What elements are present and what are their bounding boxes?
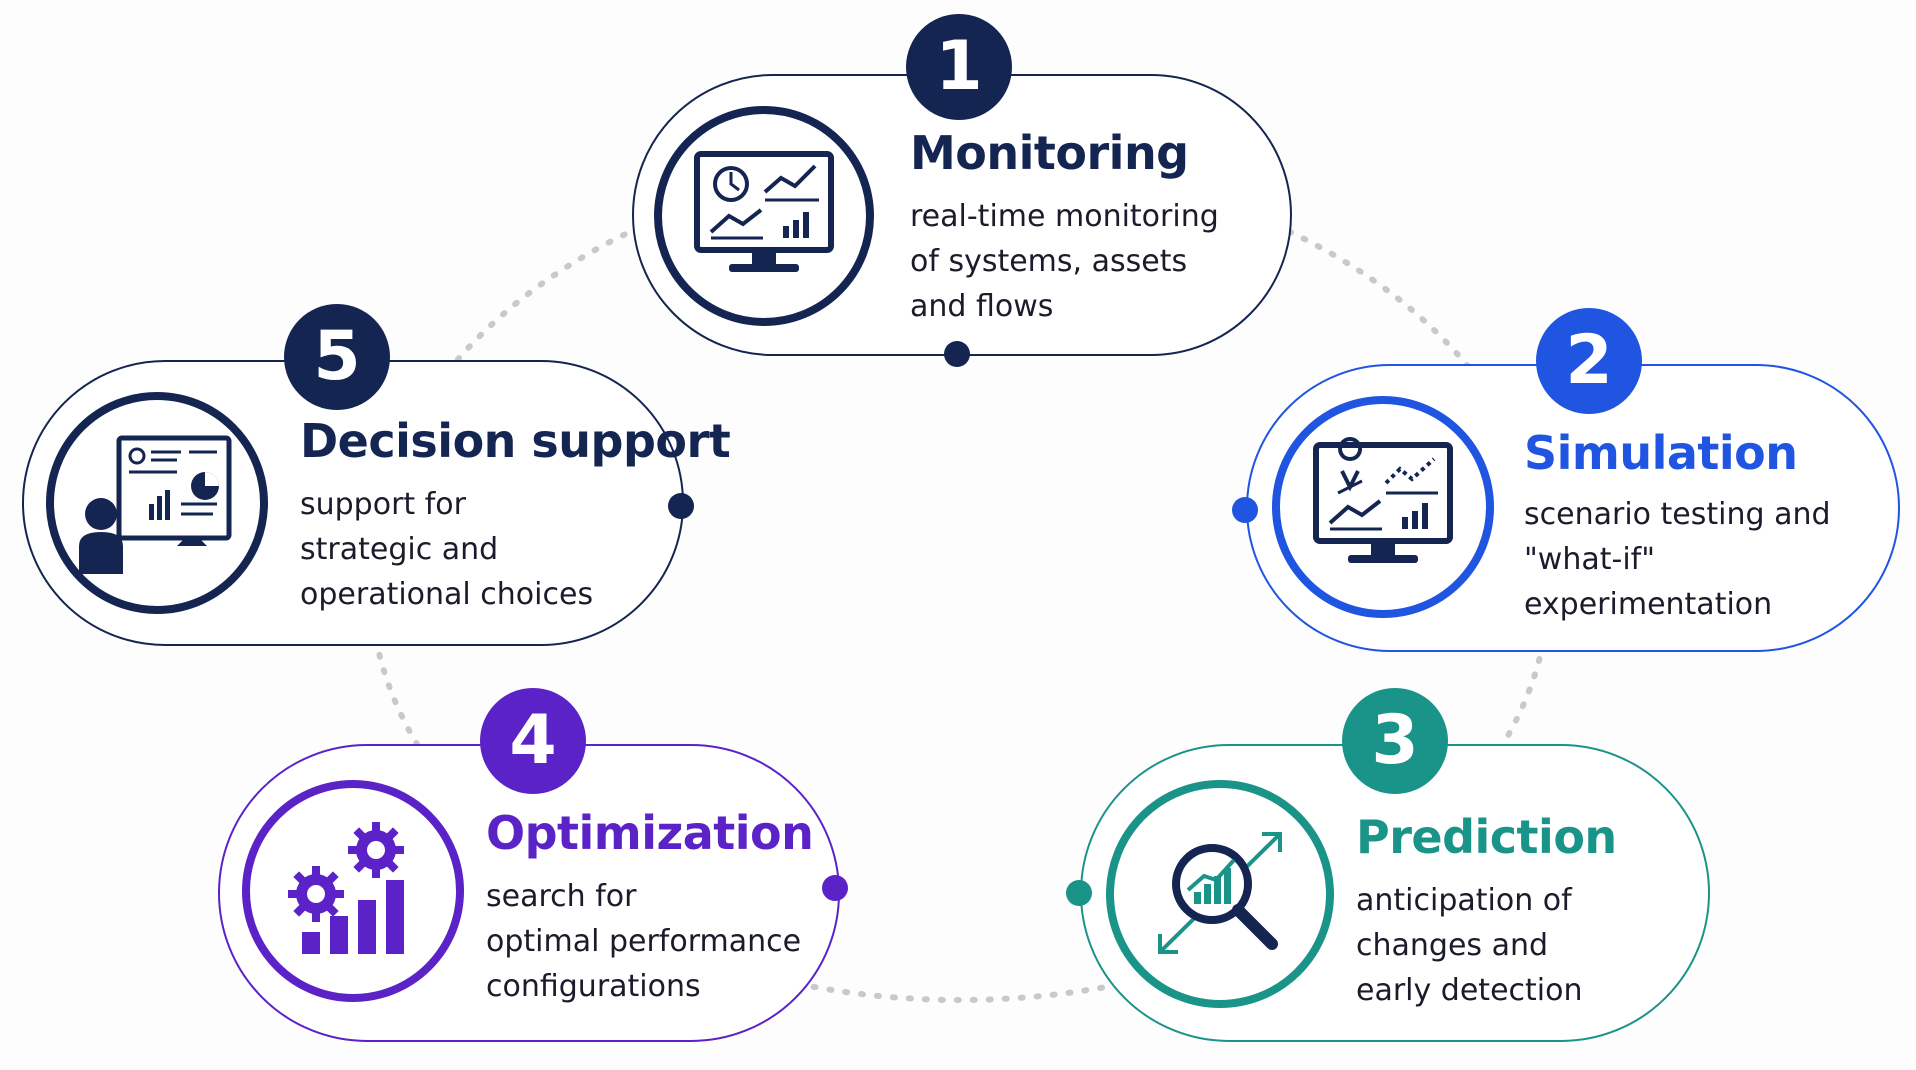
step-desc-simulation: scenario testing and "what-if" experimen…	[1524, 497, 1831, 622]
icon-ring-simulation	[1272, 396, 1494, 618]
gears-bars-icon	[288, 822, 404, 954]
step-title-simulation: Simulation	[1524, 426, 1798, 480]
step-title-decision-support: Decision support	[300, 414, 731, 468]
icon-ring-monitoring	[654, 106, 874, 326]
step-desc-prediction: anticipation of changes and early detect…	[1356, 883, 1583, 1008]
step-number-badge-5: 5	[284, 304, 390, 410]
connector-dot-simulation	[1232, 497, 1258, 523]
step-desc-optimization: search for optimal performance configura…	[486, 879, 802, 1004]
step-desc-decision-support: support for strategic and operational ch…	[300, 487, 594, 612]
connector-dot-decision-support	[668, 493, 694, 519]
step-number-badge-3: 3	[1342, 688, 1448, 794]
icon-ring-decision-support	[46, 392, 268, 614]
step-title-optimization: Optimization	[486, 806, 814, 860]
monitor-dashboard-icon	[694, 151, 834, 272]
icon-ring-optimization	[242, 780, 464, 1002]
step-title-prediction: Prediction	[1356, 810, 1617, 864]
step-desc-monitoring: real-time monitoring of systems, assets …	[910, 199, 1219, 324]
connector-dot-optimization	[822, 875, 848, 901]
step-number-badge-1: 1	[906, 14, 1012, 120]
icon-ring-prediction	[1106, 780, 1334, 1008]
step-number-badge-2: 2	[1536, 308, 1642, 414]
step-number-badge-4: 4	[480, 688, 586, 794]
presenter-board-icon	[79, 435, 232, 574]
step-title-monitoring: Monitoring	[910, 126, 1189, 180]
step-card-monitoring: Monitoring real-time monitoring of syste…	[632, 74, 1292, 356]
magnifier-trend-icon	[1158, 832, 1282, 954]
step-card-decision-support: Decision support support for strategic a…	[22, 360, 731, 646]
connector-dot-monitoring	[944, 341, 970, 367]
monitor-simulation-icon	[1313, 437, 1453, 563]
connector-dot-prediction	[1066, 880, 1092, 906]
